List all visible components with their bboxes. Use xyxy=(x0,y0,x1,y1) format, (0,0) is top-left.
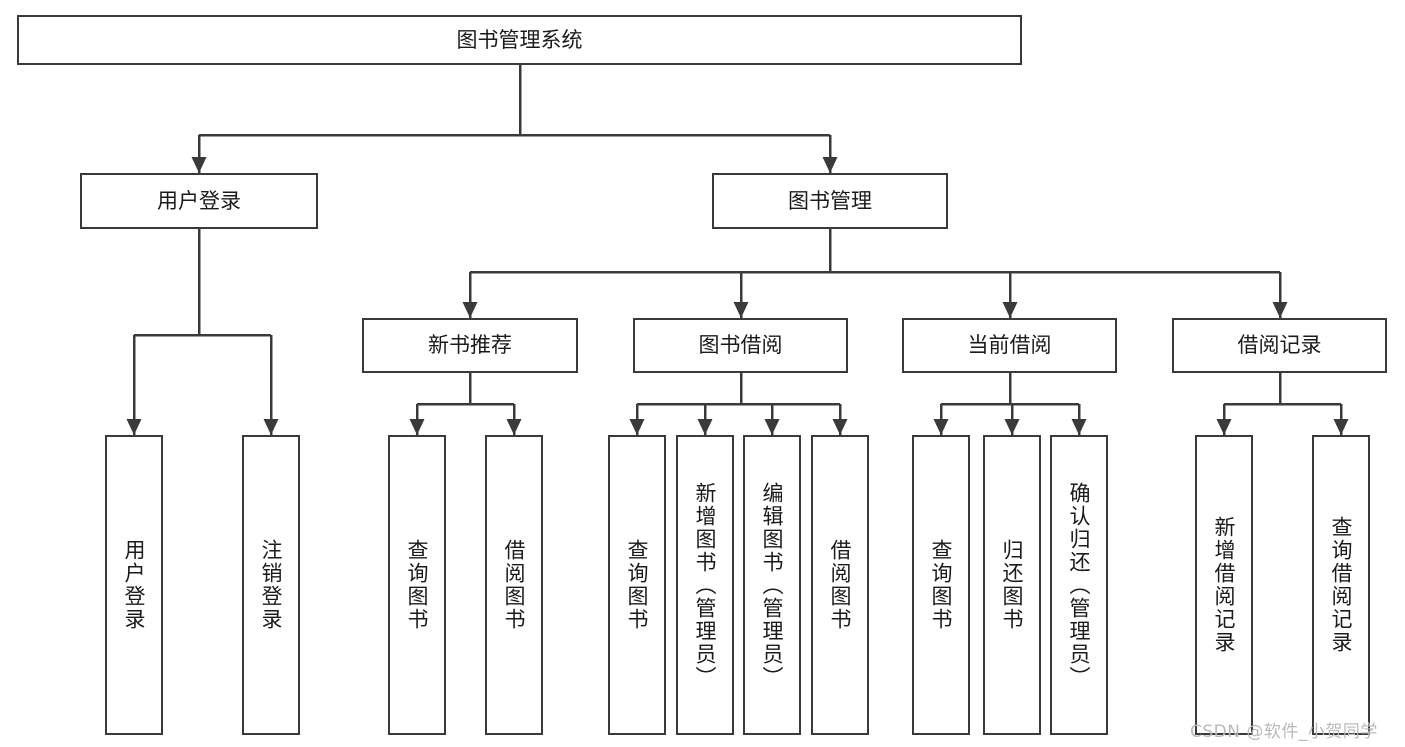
node-label: 借阅图书 xyxy=(502,539,527,631)
node-bookmgmt[interactable]: 图书管理 xyxy=(712,173,948,229)
node-label: 新增图书（管理员） xyxy=(693,481,718,689)
node-label: 新书推荐 xyxy=(428,333,512,358)
node-l-userlogin[interactable]: 用户登录 xyxy=(105,435,163,735)
node-label: 查询图书 xyxy=(405,539,430,631)
node-l-re-add[interactable]: 新增借阅记录 xyxy=(1195,435,1253,735)
node-l-cu-return[interactable]: 归还图书 xyxy=(983,435,1041,735)
arrow-head xyxy=(764,419,780,435)
node-l-bo-borrow[interactable]: 借阅图书 xyxy=(811,435,869,735)
arrow-head xyxy=(191,157,207,173)
node-label: 借阅图书 xyxy=(828,539,853,631)
arrow-head xyxy=(822,157,838,173)
node-l-bo-add[interactable]: 新增图书（管理员） xyxy=(676,435,734,735)
node-current[interactable]: 当前借阅 xyxy=(902,318,1117,373)
csdn-watermark: CSDN @软件_小贺同学 xyxy=(1190,722,1378,742)
arrow-head xyxy=(506,419,522,435)
arrow-head xyxy=(629,419,645,435)
node-l-nb-query[interactable]: 查询图书 xyxy=(388,435,446,735)
arrow-head xyxy=(1004,419,1020,435)
arrow-head xyxy=(462,302,478,318)
arrow-head xyxy=(409,419,425,435)
arrow-head xyxy=(733,302,749,318)
node-label: 用户登录 xyxy=(157,188,241,213)
node-label: 用户登录 xyxy=(122,539,147,631)
node-borrow[interactable]: 图书借阅 xyxy=(633,318,848,373)
node-l-re-query[interactable]: 查询借阅记录 xyxy=(1312,435,1370,735)
node-label: 归还图书 xyxy=(1000,539,1025,631)
arrow-head xyxy=(1333,419,1349,435)
node-root[interactable]: 图书管理系统 xyxy=(17,15,1022,65)
arrow-head xyxy=(1002,302,1018,318)
node-label: 新增借阅记录 xyxy=(1212,516,1237,654)
node-label: 图书管理 xyxy=(788,188,872,213)
node-label: 当前借阅 xyxy=(967,333,1052,358)
node-l-bo-query[interactable]: 查询图书 xyxy=(608,435,666,735)
node-label: 编辑图书（管理员） xyxy=(760,481,785,689)
arrow-head xyxy=(263,419,279,435)
node-label: 注销登录 xyxy=(259,539,284,631)
node-records[interactable]: 借阅记录 xyxy=(1172,318,1387,373)
node-label: 图书借阅 xyxy=(698,333,783,358)
arrow-head xyxy=(126,419,142,435)
node-login[interactable]: 用户登录 xyxy=(80,173,318,229)
node-l-logout[interactable]: 注销登录 xyxy=(242,435,300,735)
node-newbook[interactable]: 新书推荐 xyxy=(362,318,578,373)
node-label: 图书管理系统 xyxy=(456,27,583,52)
arrow-head xyxy=(697,419,713,435)
arrow-head xyxy=(1216,419,1232,435)
node-l-bo-edit[interactable]: 编辑图书（管理员） xyxy=(743,435,801,735)
node-l-cu-conf[interactable]: 确认归还（管理员） xyxy=(1050,435,1108,735)
node-label: 查询图书 xyxy=(625,539,650,631)
arrow-head xyxy=(832,419,848,435)
node-l-nb-borrow[interactable]: 借阅图书 xyxy=(485,435,543,735)
arrow-head xyxy=(933,419,949,435)
node-label: 借阅记录 xyxy=(1237,333,1322,358)
arrow-head xyxy=(1071,419,1087,435)
node-label: 查询借阅记录 xyxy=(1329,516,1354,654)
node-label: 查询图书 xyxy=(929,539,954,631)
arrow-head xyxy=(1272,302,1288,318)
node-label: 确认归还（管理员） xyxy=(1067,481,1092,689)
node-l-cu-query[interactable]: 查询图书 xyxy=(912,435,970,735)
